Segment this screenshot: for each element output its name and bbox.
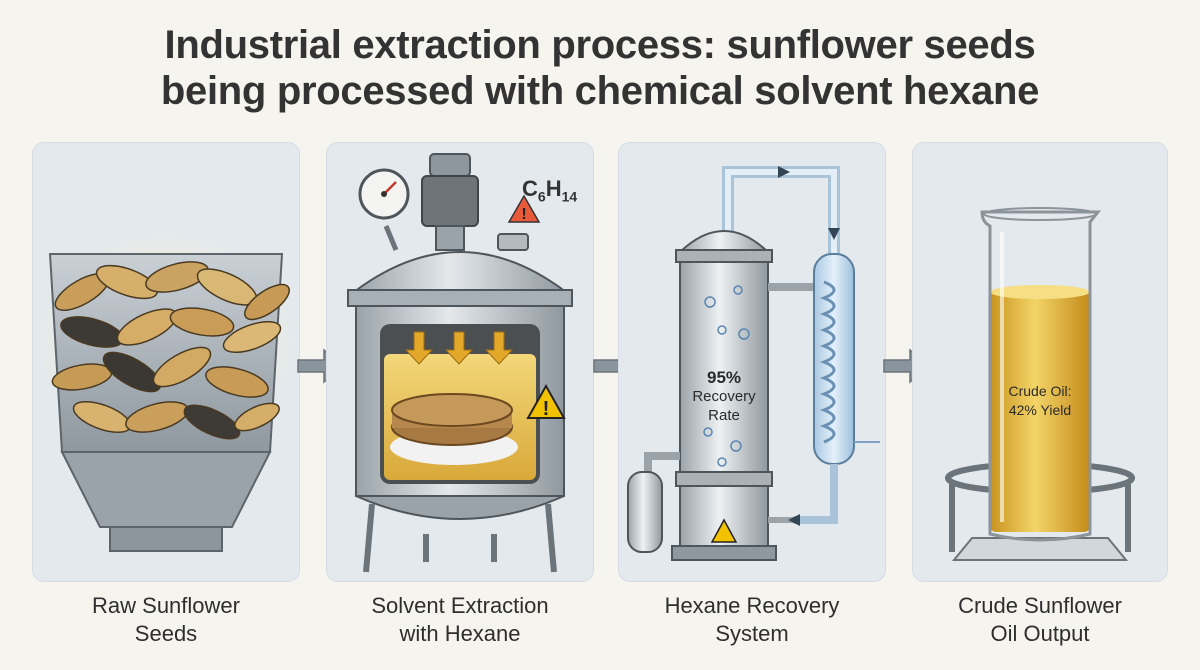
formula-c-subscript: 6 bbox=[537, 188, 546, 205]
formula-h: H bbox=[545, 176, 562, 201]
pressure-gauge-icon bbox=[358, 168, 410, 251]
step-caption-hexane-recovery: Hexane Recovery System bbox=[618, 592, 886, 648]
beaker-icon bbox=[980, 207, 1102, 542]
svg-text:!: ! bbox=[521, 206, 526, 223]
step-panel-crude-oil-output: Crude Oil: 42% Yield bbox=[912, 142, 1168, 582]
seed-icon bbox=[51, 261, 290, 440]
warning-icon bbox=[710, 518, 738, 543]
flow-arrows bbox=[404, 331, 514, 365]
reactor-illustration: ! ! bbox=[347, 153, 573, 573]
flow-direction-icon bbox=[778, 166, 790, 178]
beaker-illustration bbox=[945, 207, 1135, 561]
formula-c: C bbox=[522, 176, 538, 201]
side-tank bbox=[627, 452, 680, 553]
recovery-rate-label: 95% Recovery Rate bbox=[680, 368, 768, 425]
caption-line-2: Oil Output bbox=[990, 621, 1090, 646]
caption-line-1: Raw Sunflower bbox=[92, 593, 240, 618]
step-panel-hexane-recovery: 95% Recovery Rate bbox=[618, 142, 886, 582]
caption-line-1: Solvent Extraction bbox=[371, 593, 549, 618]
step-panel-solvent-extraction: ! ! bbox=[326, 142, 594, 582]
reactor-legs bbox=[363, 503, 557, 573]
caption-line-2: with Hexane bbox=[399, 621, 521, 646]
flow-direction-icon bbox=[828, 228, 840, 240]
caption-line-2: Seeds bbox=[134, 621, 198, 646]
step-panel-raw-seeds bbox=[32, 142, 300, 582]
svg-text:!: ! bbox=[543, 398, 550, 420]
page-title: Industrial extraction process: sunflower… bbox=[0, 22, 1200, 114]
recovery-illustration bbox=[627, 166, 880, 561]
recovery-rate-line-1: Recovery bbox=[692, 388, 756, 405]
condenser-coil-icon bbox=[768, 253, 880, 526]
oil-yield-label: Crude Oil: 42% Yield bbox=[990, 382, 1090, 420]
hopper-icon bbox=[48, 253, 284, 552]
warning-icon: ! bbox=[507, 194, 541, 223]
formula-h-subscript: 14 bbox=[561, 188, 578, 205]
title-line-1: Industrial extraction process: sunflower… bbox=[164, 23, 1036, 67]
step-caption-solvent-extraction: Solvent Extraction with Hexane bbox=[326, 592, 594, 648]
hopper-illustration bbox=[36, 232, 296, 552]
warning-icon: ! bbox=[526, 383, 566, 420]
hexane-formula: C6H14 bbox=[522, 176, 577, 204]
oil-yield-line-1: Crude Oil: bbox=[1008, 383, 1072, 399]
motor-icon bbox=[421, 153, 479, 251]
distillation-column-icon bbox=[671, 230, 777, 561]
caption-line-1: Hexane Recovery bbox=[664, 593, 840, 618]
recovery-rate-line-2: Rate bbox=[708, 407, 740, 424]
title-line-2: being processed with chemical solvent he… bbox=[160, 69, 1040, 113]
caption-line-1: Crude Sunflower bbox=[958, 593, 1122, 618]
step-caption-crude-oil-output: Crude Sunflower Oil Output bbox=[906, 592, 1174, 648]
step-caption-raw-seeds: Raw Sunflower Seeds bbox=[32, 592, 300, 648]
recovery-rate-value: 95% bbox=[706, 368, 742, 387]
oil-yield-line-2: 42% Yield bbox=[1008, 402, 1072, 418]
caption-line-2: System bbox=[715, 621, 789, 646]
